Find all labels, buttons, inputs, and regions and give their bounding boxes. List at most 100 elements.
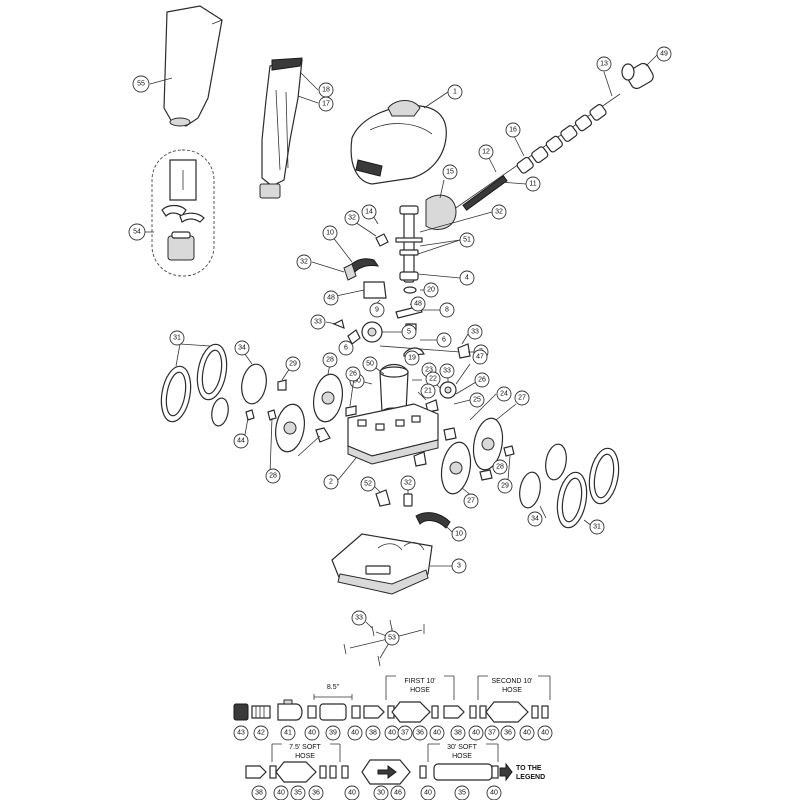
part-37-b: 37 xyxy=(484,725,500,741)
callout-21: 21 xyxy=(420,383,436,399)
screws xyxy=(343,619,425,667)
callout-28-left: 28 xyxy=(265,468,281,484)
svg-text:54: 54 xyxy=(133,229,141,236)
callout-14: 14 xyxy=(361,204,377,220)
svg-text:17: 17 xyxy=(322,101,330,108)
svg-text:48: 48 xyxy=(414,301,422,308)
svg-text:40: 40 xyxy=(433,730,441,737)
svg-text:33: 33 xyxy=(314,319,322,326)
callout-17: 17 xyxy=(318,96,334,112)
svg-text:32: 32 xyxy=(300,259,308,266)
svg-text:25: 25 xyxy=(473,397,481,404)
callout-48-right: 48 xyxy=(410,296,426,312)
part-36-b: 36 xyxy=(500,725,516,741)
part-43: 43 xyxy=(233,725,249,741)
left-wheel-set xyxy=(160,343,357,453)
svg-text:35: 35 xyxy=(294,790,302,797)
callout-33-right-mid: 33 xyxy=(439,363,455,379)
chassis xyxy=(347,403,439,467)
svg-text:52: 52 xyxy=(364,481,372,488)
svg-text:27: 27 xyxy=(518,395,526,402)
svg-text:30: 30 xyxy=(377,790,385,797)
svg-text:31: 31 xyxy=(593,524,601,531)
svg-text:4: 4 xyxy=(465,275,469,282)
callout-6-right: 6 xyxy=(436,332,452,348)
part-42: 42 xyxy=(253,725,269,741)
svg-text:33: 33 xyxy=(355,615,363,622)
callout-20: 20 xyxy=(423,282,439,298)
part-36-a: 36 xyxy=(412,725,428,741)
second-hose-label-2: HOSE xyxy=(502,687,522,694)
svg-text:18: 18 xyxy=(322,87,330,94)
part-40-f: 40 xyxy=(519,725,535,741)
callout-31-right: 31 xyxy=(589,519,605,535)
callout-2: 2 xyxy=(323,474,339,490)
callout-16: 16 xyxy=(505,122,521,138)
svg-text:47: 47 xyxy=(476,354,484,361)
svg-text:12: 12 xyxy=(482,149,490,156)
svg-text:13: 13 xyxy=(600,61,608,68)
svg-text:1: 1 xyxy=(453,89,457,96)
svg-text:53: 53 xyxy=(388,635,396,642)
callout-10-bottom: 10 xyxy=(451,526,467,542)
svg-text:46: 46 xyxy=(394,790,402,797)
svg-text:11: 11 xyxy=(529,181,536,188)
svg-text:8: 8 xyxy=(445,307,449,314)
svg-text:21: 21 xyxy=(424,388,432,395)
svg-text:50: 50 xyxy=(353,378,361,385)
svg-text:29: 29 xyxy=(289,361,297,368)
soft30-hose-label: 30' SOFT xyxy=(447,744,477,751)
callout-6-left: 6 xyxy=(338,340,354,356)
first-hose-label-2: HOSE xyxy=(410,687,430,694)
svg-text:38: 38 xyxy=(369,730,377,737)
svg-text:40: 40 xyxy=(351,730,359,737)
svg-text:28: 28 xyxy=(326,357,334,364)
svg-text:32: 32 xyxy=(495,209,503,216)
svg-text:3: 3 xyxy=(457,563,461,570)
svg-text:40: 40 xyxy=(277,790,285,797)
part2-36: 36 xyxy=(308,785,324,800)
callout-5: 5 xyxy=(401,324,417,340)
svg-text:31: 31 xyxy=(173,335,181,342)
svg-text:32: 32 xyxy=(348,215,356,222)
top-body xyxy=(350,100,447,185)
part2-40-c: 40 xyxy=(420,785,436,800)
callout-26-right: 26 xyxy=(474,372,490,388)
mast-and-head xyxy=(343,194,457,299)
part2-38: 38 xyxy=(251,785,267,800)
svg-text:27: 27 xyxy=(467,498,475,505)
callout-22: 22 xyxy=(425,371,441,387)
svg-text:51: 51 xyxy=(463,237,471,244)
callout-13: 13 xyxy=(596,56,612,72)
svg-text:22: 22 xyxy=(429,376,437,383)
callout-32-left: 32 xyxy=(296,254,312,270)
callout-34-right: 34 xyxy=(527,511,543,527)
svg-text:37: 37 xyxy=(488,730,496,737)
part-40-c: 40 xyxy=(384,725,400,741)
svg-text:6: 6 xyxy=(344,345,348,352)
svg-text:16: 16 xyxy=(509,127,517,134)
part-37-a: 37 xyxy=(397,725,413,741)
callout-10-top: 10 xyxy=(322,225,338,241)
svg-text:36: 36 xyxy=(504,730,512,737)
svg-text:15: 15 xyxy=(446,169,454,176)
svg-text:33: 33 xyxy=(443,368,451,375)
svg-text:26: 26 xyxy=(349,371,357,378)
svg-text:36: 36 xyxy=(416,730,424,737)
svg-text:14: 14 xyxy=(365,209,373,216)
callout-28-right: 28 xyxy=(492,459,508,475)
svg-text:40: 40 xyxy=(308,730,316,737)
part-41: 41 xyxy=(280,725,296,741)
callout-3: 3 xyxy=(451,558,467,574)
part-40-a: 40 xyxy=(304,725,320,741)
svg-text:19: 19 xyxy=(408,355,416,362)
to-the-legend-label: TO THE xyxy=(516,765,542,772)
part-39: 39 xyxy=(325,725,341,741)
length-dimension: 8.5" xyxy=(327,684,340,691)
svg-text:34: 34 xyxy=(531,516,539,523)
callout-1: 1 xyxy=(447,84,463,100)
part2-30: 30 xyxy=(373,785,389,800)
callout-51: 51 xyxy=(459,232,475,248)
soft-hose-label: 7.5' SOFT xyxy=(289,744,321,751)
